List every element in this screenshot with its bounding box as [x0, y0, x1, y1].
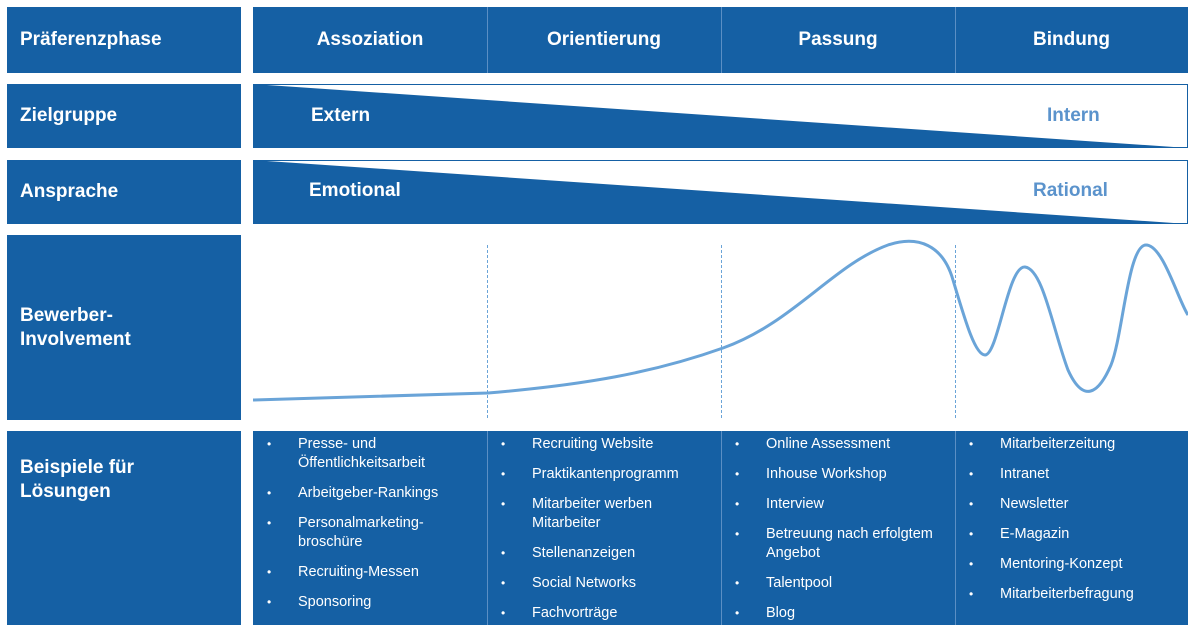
ansprache-wedge [253, 160, 1188, 224]
header-divider [721, 7, 722, 73]
list-item: Arbeitgeber-Rankings [267, 484, 481, 503]
column-divider [721, 431, 722, 625]
zielgruppe-intern: Intern [1047, 105, 1100, 126]
label-bewerber-involvement: Bewerber- Involvement [7, 235, 241, 420]
list-item: Interview [735, 495, 949, 514]
list-item: Sponsoring [267, 593, 481, 612]
column-divider [955, 431, 956, 625]
list-item: Online Assessment [735, 435, 949, 454]
list-item: Mitarbeiterbefragung [969, 585, 1182, 604]
zielgruppe-wedge [253, 84, 1188, 148]
list-item: Inhouse Workshop [735, 465, 949, 484]
solutions-column-bindung: Mitarbeiterzeitung Intranet Newsletter E… [955, 431, 1188, 625]
header-bar [253, 7, 1188, 73]
list-item: E-Magazin [969, 525, 1182, 544]
list-item: Personalmarketing-broschüre [267, 514, 481, 552]
column-divider [487, 431, 488, 625]
ansprache-emotional: Emotional [309, 180, 401, 201]
solutions-column-passung: Online Assessment Inhouse Workshop Inter… [721, 431, 955, 625]
involvement-chart [253, 239, 1188, 420]
label-loesungen-line1: Beispiele für [20, 457, 135, 478]
zielgruppe-extern: Extern [311, 105, 371, 126]
list-item: Mentoring-Konzept [969, 555, 1182, 574]
list-item: Blog [735, 604, 949, 623]
list-item: Intranet [969, 465, 1182, 484]
solutions-column-assoziation: Presse- und Öffentlichkeitsarbeit Arbeit… [253, 431, 487, 625]
label-involvement-line1: Bewerber- [20, 304, 113, 326]
list-item: Betreuung nach erfolgtem Angebot [735, 525, 949, 563]
label-loesungen-line2: Lösungen [20, 481, 111, 502]
list-item: Talentpool [735, 574, 949, 593]
list-item: Fachvorträge [501, 604, 715, 623]
list-item: Praktikantenprogramm [501, 465, 715, 484]
label-beispiele-loesungen: Beispiele für Lösungen [7, 431, 241, 625]
header-divider [487, 7, 488, 73]
list-item: Mitarbeiter werben Mitarbeiter [501, 495, 715, 533]
list-item: Mitarbeiterzeitung [969, 435, 1182, 454]
solutions-column-orientierung: Recruiting Website Praktikantenprogramm … [487, 431, 721, 625]
list-item: Recruiting Website [501, 435, 715, 454]
label-involvement-line2: Involvement [20, 328, 131, 350]
involvement-curve [253, 239, 1188, 402]
phase-orientierung: Orientierung [546, 29, 661, 50]
label-praeferenzphase: Präferenzphase [7, 7, 241, 73]
phase-assoziation: Assoziation [316, 29, 424, 50]
phase-bindung: Bindung [1032, 29, 1111, 50]
list-item: Newsletter [969, 495, 1182, 514]
label-ansprache: Ansprache [7, 160, 241, 224]
list-item: Stellenanzeigen [501, 544, 715, 563]
list-item: Recruiting-Messen [267, 563, 481, 582]
list-item: Presse- und Öffentlichkeitsarbeit [267, 435, 481, 473]
ansprache-rational: Rational [1033, 180, 1108, 201]
label-zielgruppe: Zielgruppe [7, 84, 241, 148]
header-divider [955, 7, 956, 73]
phase-passung: Passung [798, 29, 878, 50]
list-item: Social Networks [501, 574, 715, 593]
